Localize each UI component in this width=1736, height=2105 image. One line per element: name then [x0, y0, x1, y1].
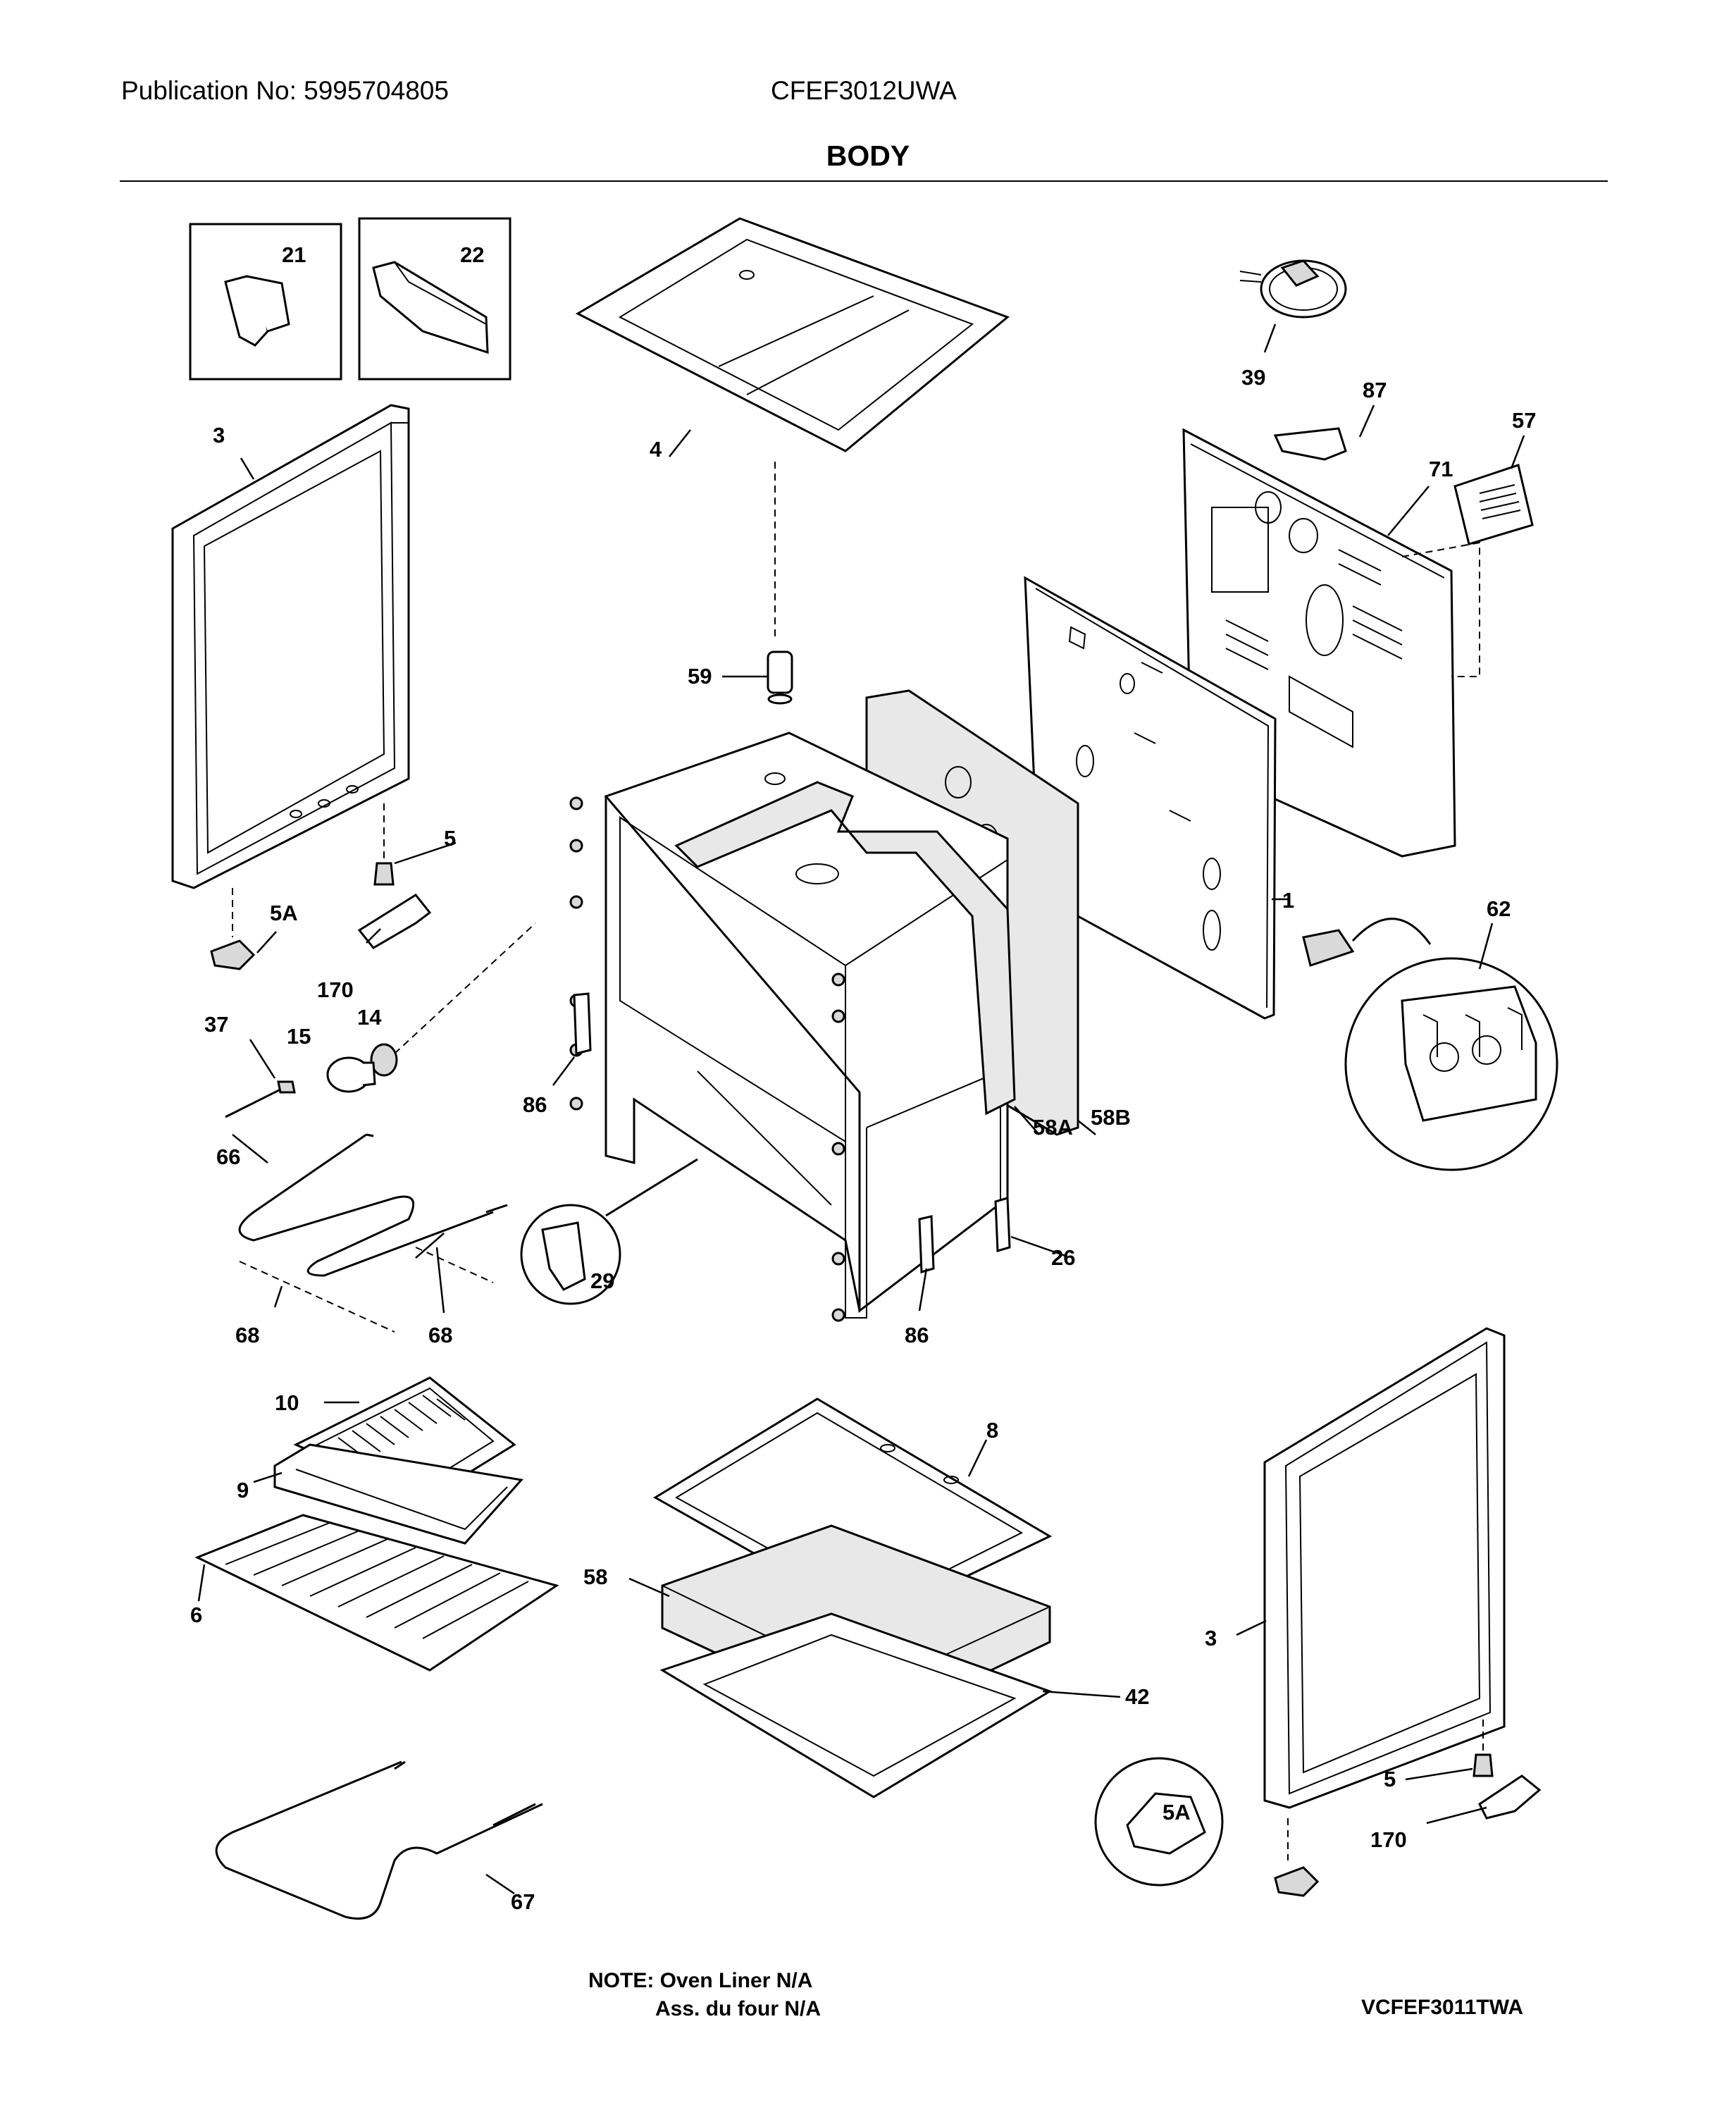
- callout-26: 26: [1051, 1245, 1075, 1270]
- callout-labels: 21 22 3 4 39 87 57 71 59 5 5A 170 14 15 …: [190, 242, 1536, 1914]
- part-170-hinge-left: [357, 894, 432, 949]
- part-5-screw-right: [1472, 1753, 1494, 1777]
- part-39-power-cord: [1239, 259, 1347, 319]
- callout-71: 71: [1429, 457, 1453, 481]
- part-59-plug: [767, 650, 793, 705]
- part-5A-leveler-left: [210, 939, 256, 970]
- callout-22: 22: [460, 242, 484, 267]
- callout-170-right: 170: [1370, 1827, 1407, 1852]
- callout-5A-left: 5A: [270, 901, 298, 925]
- callout-5-left: 5: [444, 826, 456, 851]
- part-87-bracket: [1273, 427, 1347, 461]
- callout-5A-right: 5A: [1162, 1800, 1191, 1825]
- section-title: BODY: [826, 140, 910, 172]
- part-86-bracket-right: [918, 1215, 935, 1273]
- publication-number: Publication No: 5995704805: [121, 76, 449, 105]
- footer-note-line1: NOTE: Oven Liner N/A: [588, 1969, 813, 1992]
- callout-66: 66: [216, 1144, 240, 1169]
- part-68-clips: [239, 1247, 494, 1333]
- callout-3-left: 3: [213, 423, 225, 447]
- callout-42: 42: [1125, 1684, 1149, 1709]
- callout-9: 9: [237, 1478, 249, 1502]
- callout-5-right: 5: [1384, 1767, 1396, 1791]
- leader-lines: [197, 323, 1525, 1895]
- callout-4: 4: [650, 437, 662, 462]
- part-37-sensor: [225, 1080, 296, 1118]
- part-14-light-socket: [370, 1043, 398, 1077]
- part-57-cover: [1453, 464, 1534, 545]
- part-5A-leveler-right: [1094, 1757, 1320, 1897]
- part-21-bracket: [189, 223, 342, 381]
- callout-8: 8: [986, 1418, 998, 1443]
- callout-86-left: 86: [523, 1092, 547, 1117]
- callout-59: 59: [688, 664, 712, 689]
- callout-68-right: 68: [428, 1323, 452, 1347]
- callout-10: 10: [275, 1390, 299, 1415]
- callout-15: 15: [287, 1024, 311, 1049]
- callout-86-right: 86: [905, 1323, 929, 1347]
- callout-170-left: 170: [317, 977, 354, 1002]
- callout-58B: 58B: [1091, 1105, 1131, 1130]
- callout-3-right: 3: [1205, 1626, 1217, 1650]
- part-67-bake-element: [215, 1760, 543, 1920]
- callout-58A: 58A: [1033, 1115, 1073, 1140]
- callout-21: 21: [282, 242, 306, 267]
- part-58A-insulation: [674, 781, 1016, 1116]
- part-6-oven-rack: [194, 1514, 559, 1672]
- callout-62: 62: [1487, 896, 1511, 921]
- callout-39: 39: [1241, 365, 1265, 390]
- part-3-door-left: [171, 404, 410, 889]
- callout-87: 87: [1363, 378, 1387, 402]
- callout-68-left: 68: [235, 1323, 259, 1347]
- part-26-bracket: [994, 1197, 1011, 1252]
- part-62-terminal-block: [1302, 918, 1558, 1171]
- part-22-bracket: [358, 217, 512, 381]
- part-29-bracket: [520, 1158, 698, 1305]
- callout-6: 6: [190, 1603, 202, 1627]
- callout-37: 37: [204, 1012, 228, 1037]
- part-3-door-right: [1263, 1327, 1506, 1809]
- part-1-rear-panel: [1024, 576, 1277, 1020]
- diagram-reference-code: VCFEF3011TWA: [1361, 1996, 1524, 2019]
- part-4-top-panel: [575, 217, 1010, 452]
- oven-body-cavity: [604, 731, 1009, 1319]
- callout-29: 29: [590, 1268, 614, 1293]
- callout-57: 57: [1512, 408, 1536, 433]
- callout-1: 1: [1282, 888, 1294, 913]
- callout-67: 67: [511, 1889, 535, 1914]
- part-9-broil-pan: [273, 1443, 523, 1545]
- part-86-bracket-left: [573, 992, 592, 1055]
- part-5-screw-left: [373, 862, 395, 886]
- callout-58: 58: [583, 1564, 607, 1589]
- part-66-broil-element: [238, 1133, 508, 1277]
- part-170-hinge-right: [1478, 1774, 1542, 1820]
- part-15-light-bulb: [326, 1056, 376, 1093]
- footer-note-line2: Ass. du four N/A: [655, 1997, 822, 2020]
- header-divider: [120, 180, 1608, 182]
- callout-14: 14: [357, 1005, 382, 1030]
- model-number: CFEF3012UWA: [771, 76, 957, 105]
